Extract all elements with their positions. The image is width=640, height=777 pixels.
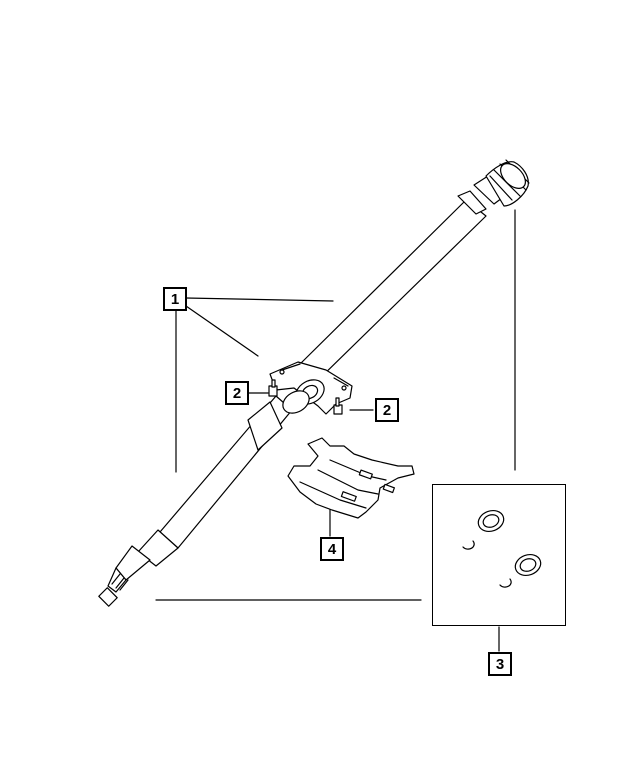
callout-2-left: 2 (225, 381, 249, 405)
bolt-left (268, 379, 278, 397)
callout-2-right: 2 (375, 398, 399, 422)
driveshaft-rear-tube (137, 395, 293, 567)
rear-stub-yoke (98, 545, 151, 607)
heat-shield (287, 437, 415, 519)
callout-4: 4 (320, 537, 344, 561)
driveshaft-front-tube (295, 175, 507, 385)
callout-1: 1 (163, 287, 187, 311)
kit-detail-box (432, 484, 566, 626)
callout-3: 3 (488, 652, 512, 676)
bolt-right (333, 397, 343, 415)
front-slip-yoke (485, 159, 530, 207)
leader-lines (155, 209, 516, 652)
repair-kit-parts (462, 510, 542, 588)
center-bearing-bracket (269, 361, 353, 415)
